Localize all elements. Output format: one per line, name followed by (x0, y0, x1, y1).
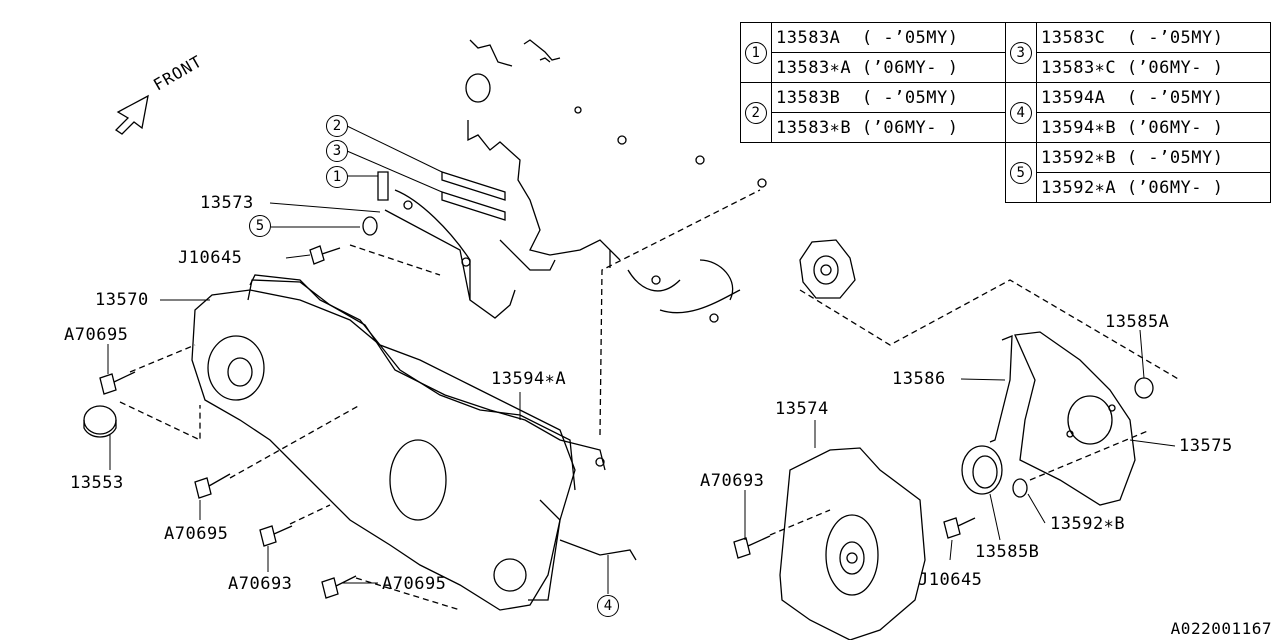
callout-4-icon: 4 (597, 595, 619, 617)
parts-table-right: 3 13583C ( -’05MY) 13583∗C (’06MY- ) 4 1… (1005, 22, 1271, 203)
part-label-13594a: 13594∗A (491, 369, 567, 389)
part-label-j10645: J10645 (918, 570, 983, 590)
part-label-13553: 13553 (70, 473, 124, 493)
part-label-a70693: A70693 (700, 471, 765, 491)
table-cell: 13592∗A (’06MY- ) (1036, 172, 1271, 203)
callout-2-icon: 2 (745, 101, 767, 124)
callout-5-icon: 5 (249, 215, 271, 237)
dashed-guides (120, 190, 1180, 610)
part-label-13570: 13570 (95, 290, 149, 310)
part-label-a70695: A70695 (64, 325, 129, 345)
table-cell: 13583∗C (’06MY- ) (1036, 52, 1271, 83)
table-row: 13594∗B (’06MY- ) (1006, 112, 1271, 143)
part-label-13574: 13574 (775, 399, 829, 419)
callout-3-icon: 3 (326, 140, 348, 162)
gasket-strips (378, 172, 555, 318)
part-label-13586: 13586 (892, 369, 946, 389)
table-cell: 13592∗B ( -’05MY) (1036, 142, 1271, 173)
tensioner-outline (800, 240, 855, 298)
table-row: 13583∗B (’06MY- ) (741, 112, 1006, 143)
part-label-a70695: A70695 (382, 574, 447, 594)
table-row: 5 13592∗B ( -’05MY) (1005, 142, 1271, 203)
part-label-13585b: 13585B (975, 542, 1040, 562)
table-row: 3 13583C ( -’05MY) (1005, 22, 1271, 83)
front-arrow-icon (116, 96, 148, 134)
drawing-code: A022001167 (1170, 619, 1272, 638)
part-label-a70695: A70695 (164, 524, 229, 544)
parts-table-left: 1 13583A ( -’05MY) 13583∗A (’06MY- ) 2 1… (740, 22, 1006, 143)
table-row: 1 13583A ( -’05MY) (740, 22, 1006, 83)
table-row: 4 13594A ( -’05MY) (1005, 82, 1271, 143)
part-label-13585a: 13585A (1105, 312, 1170, 332)
leader-lines (108, 126, 1175, 594)
callout-2-icon: 2 (326, 115, 348, 137)
callout-5-icon: 5 (1010, 161, 1032, 184)
callout-3-icon: 3 (1010, 41, 1032, 64)
seal-13585B (962, 446, 1002, 494)
callout-1-icon: 1 (745, 41, 767, 64)
table-cell: 13583∗B (’06MY- ) (771, 112, 1006, 143)
callout-1-icon: 1 (326, 166, 348, 188)
table-cell: 13583B ( -’05MY) (771, 82, 1006, 113)
gasket-13594A (248, 280, 636, 600)
part-label-a70693: A70693 (228, 574, 293, 594)
rear-cover-13575 (1015, 332, 1153, 505)
cover-13574 (780, 448, 925, 640)
table-row: 13583∗C (’06MY- ) (1006, 52, 1271, 83)
engine-block-outline (466, 40, 766, 322)
bolt-icons (100, 217, 1027, 598)
table-cell: 13594∗B (’06MY- ) (1036, 112, 1271, 143)
table-cell: 13583A ( -’05MY) (771, 22, 1006, 53)
part-label-13573: 13573 (200, 193, 254, 213)
table-row: 13583∗A (’06MY- ) (741, 52, 1006, 83)
callout-4-icon: 4 (1010, 101, 1032, 124)
gasket-13586 (990, 336, 1012, 442)
table-row: 13592∗A (’06MY- ) (1006, 172, 1271, 203)
part-label-j10645: J10645 (178, 248, 243, 268)
table-cell: 13594A ( -’05MY) (1036, 82, 1271, 113)
table-cell: 13583C ( -’05MY) (1036, 22, 1271, 53)
cap-13553-outline (84, 406, 116, 437)
part-label-13575: 13575 (1179, 436, 1233, 456)
table-cell: 13583∗A (’06MY- ) (771, 52, 1006, 83)
table-row: 2 13583B ( -’05MY) (740, 82, 1006, 143)
part-label-13592b: 13592∗B (1050, 514, 1126, 534)
front-cover-13570 (192, 275, 575, 610)
